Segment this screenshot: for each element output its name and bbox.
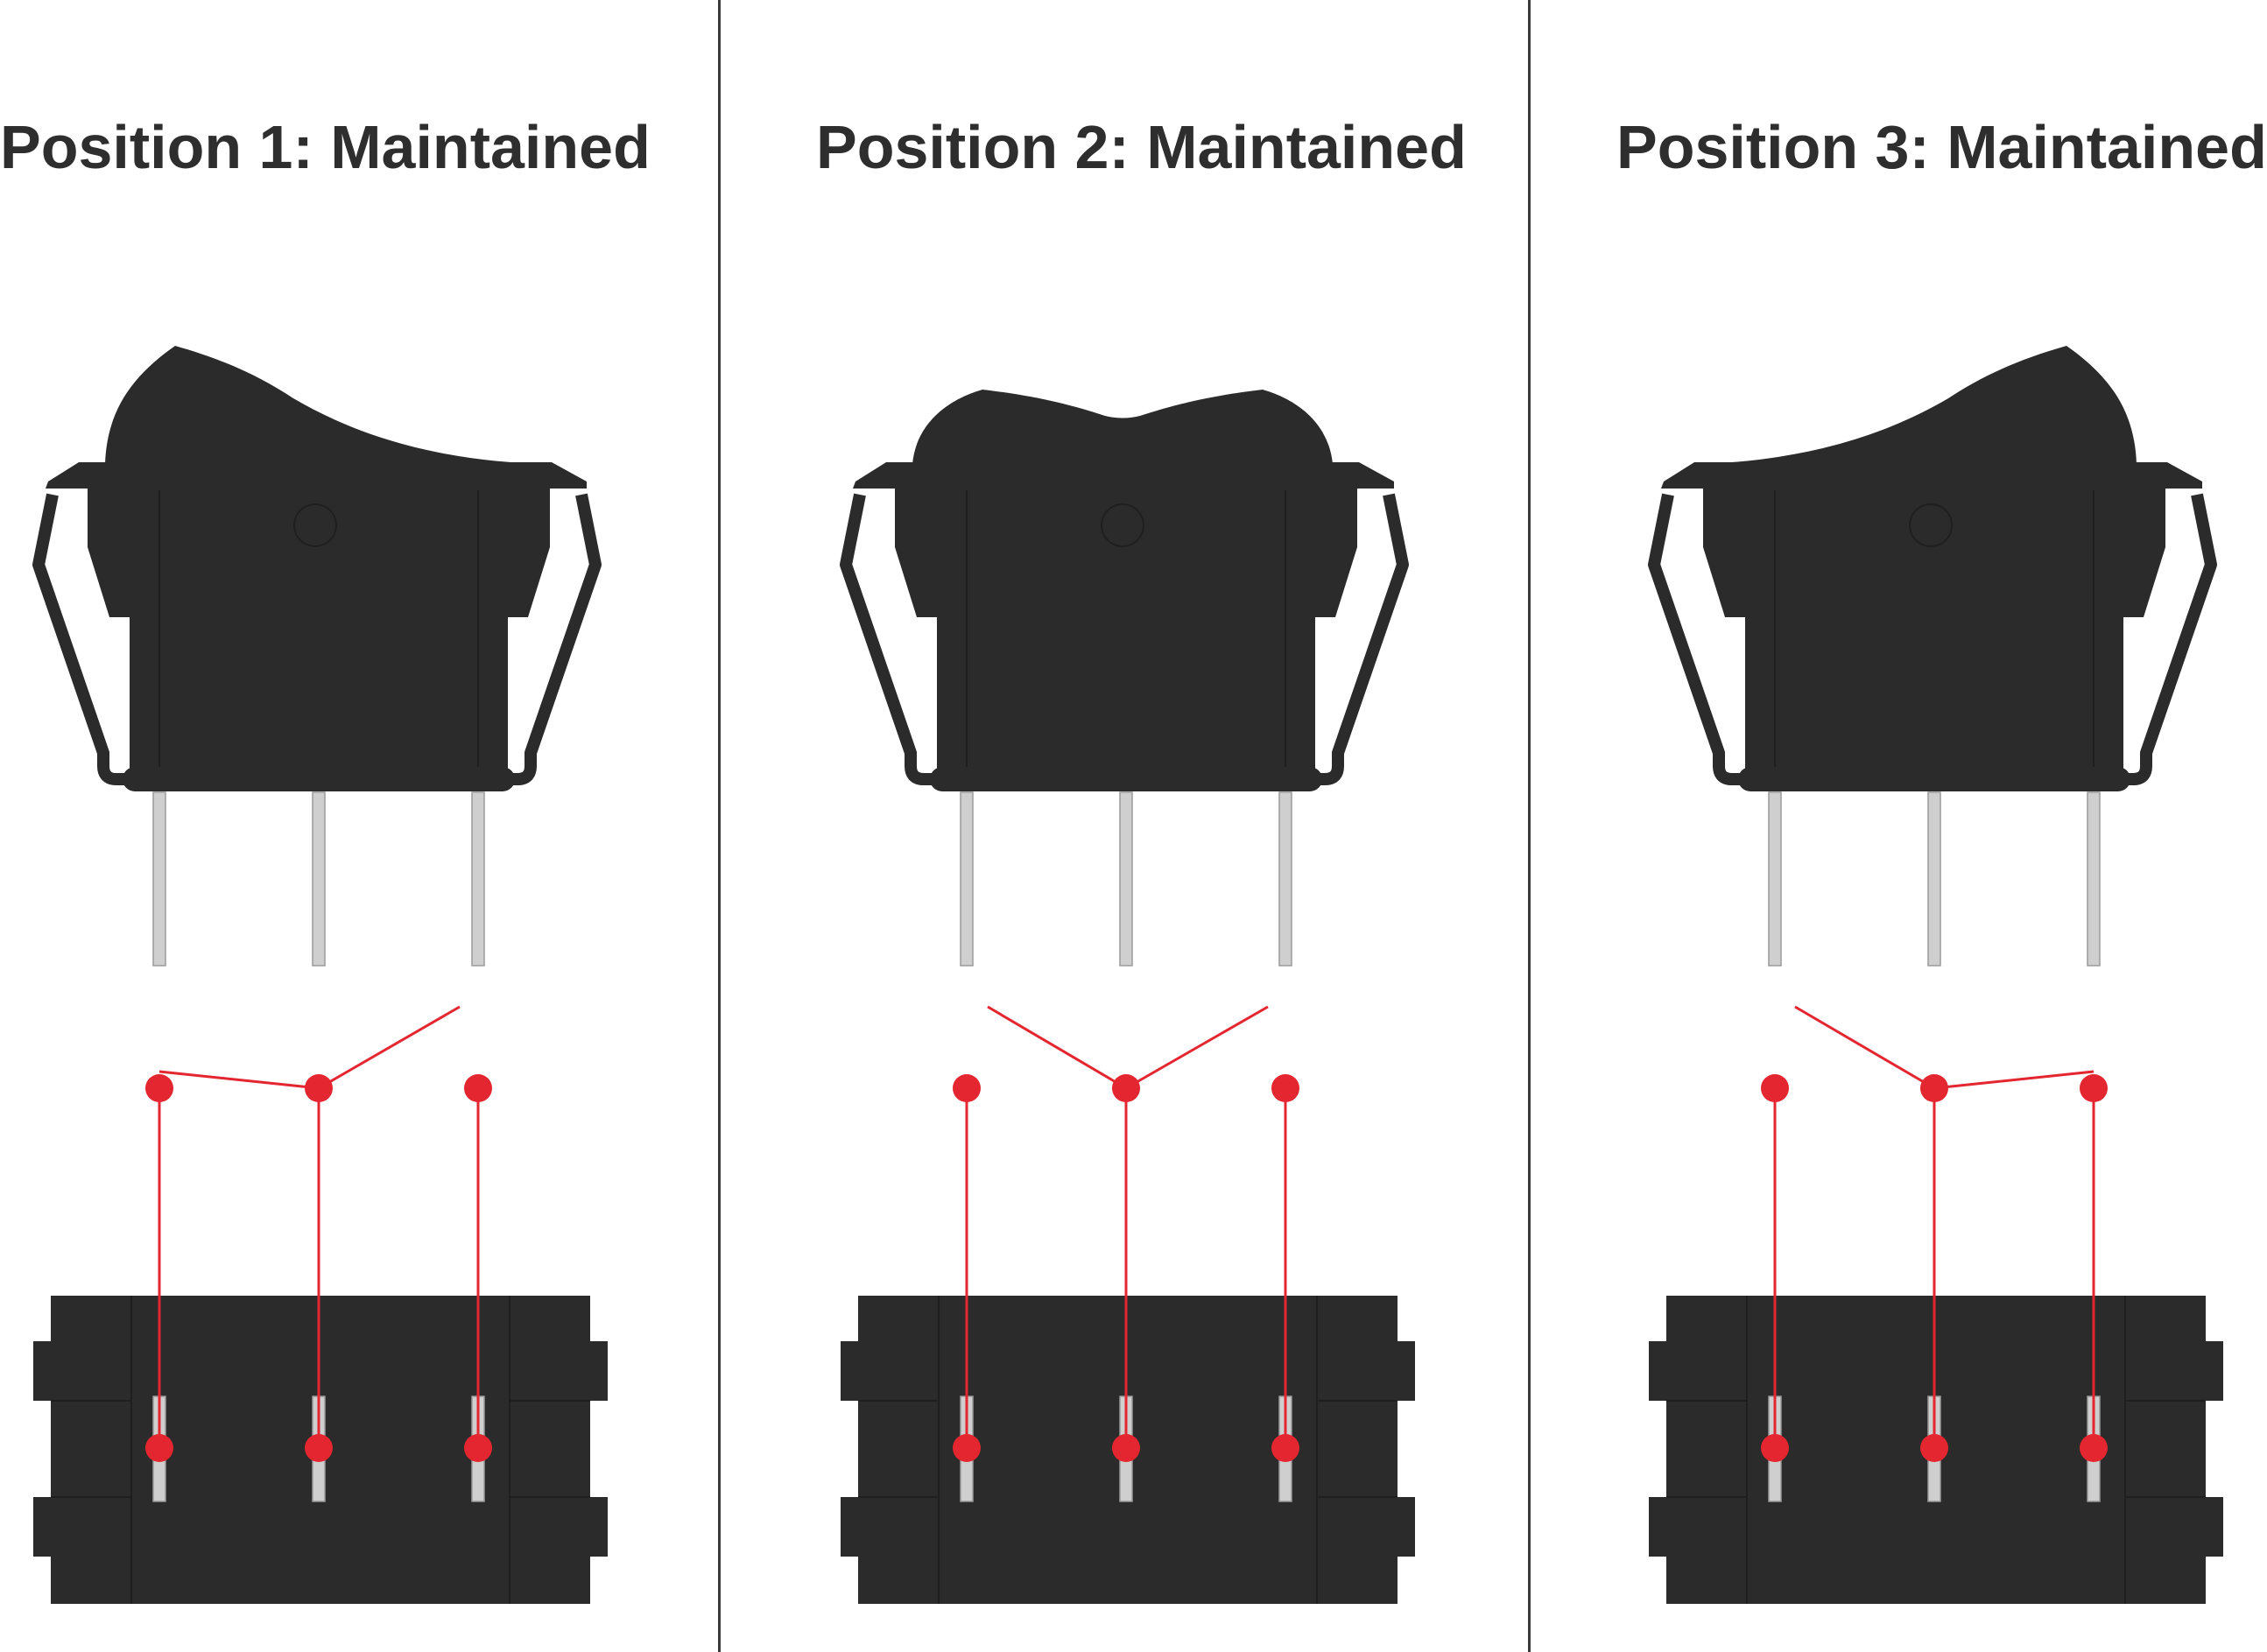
bottom-tab-left-upper <box>33 1341 68 1401</box>
rocker-actuator <box>105 346 547 464</box>
bottom-tab-right-lower <box>1380 1497 1415 1557</box>
bottom-tab-left-lower <box>33 1497 68 1557</box>
housing-wedge-left <box>1703 547 1745 617</box>
housing-wedge-right <box>508 547 550 617</box>
panel-3-title: Position 3: Maintained <box>1616 113 2267 181</box>
switch-bezel <box>853 462 1394 489</box>
bottom-tab-right-lower <box>2188 1497 2223 1557</box>
housing-base-rail <box>1738 767 2130 791</box>
housing-indicator-circle <box>1909 503 1953 547</box>
bottom-tab-left-upper <box>841 1341 876 1401</box>
housing-base-rail <box>930 767 1322 791</box>
contact-arm-left-open <box>987 1005 1127 1090</box>
terminal-pin-center <box>312 791 326 967</box>
contact-point-right <box>2080 1074 2108 1102</box>
terminal-pin-right <box>471 791 485 967</box>
housing-wedge-left <box>895 547 937 617</box>
contact-arm-open <box>1794 1005 1935 1090</box>
contact-arm-open <box>318 1005 461 1090</box>
terminal-pin-left <box>152 791 166 967</box>
contact-point-center <box>1920 1074 1948 1102</box>
contact-point-center <box>305 1074 333 1102</box>
solder-point-left <box>145 1434 173 1462</box>
snap-clip-right <box>478 493 602 785</box>
panel-1-switch-diagram <box>32 346 608 1604</box>
contact-point-left <box>953 1074 981 1102</box>
solder-point-right <box>2080 1434 2108 1462</box>
snap-clip-left <box>1648 493 1775 785</box>
housing-base-rail <box>123 767 515 791</box>
rocker-actuator <box>1694 346 2137 464</box>
solder-point-right <box>1271 1434 1299 1462</box>
contact-point-right <box>464 1074 492 1102</box>
panel-3-switch-diagram <box>1648 346 2223 1604</box>
housing-shoulder-left <box>895 486 937 547</box>
bottom-tab-left-upper <box>1649 1341 1684 1401</box>
terminal-pin-left <box>960 791 974 967</box>
switch-housing <box>130 486 508 788</box>
contact-point-center <box>1112 1074 1140 1102</box>
housing-indicator-circle <box>293 503 337 547</box>
contact-arm-closed <box>1933 1070 2095 1090</box>
contact-arm-right-open <box>1125 1005 1269 1090</box>
contact-point-right <box>1271 1074 1299 1102</box>
bottom-tab-right-upper <box>1380 1341 1415 1401</box>
housing-wedge-right <box>2123 547 2165 617</box>
snap-clip-left <box>32 493 159 785</box>
panel-divider-2 <box>1528 0 1531 1652</box>
solder-point-center <box>305 1434 333 1462</box>
housing-wedge-left <box>88 547 130 617</box>
switch-housing <box>937 486 1315 788</box>
terminal-pin-left <box>1768 791 1782 967</box>
housing-indicator-circle <box>1101 503 1144 547</box>
housing-shoulder-right <box>508 486 550 547</box>
contact-point-left <box>1761 1074 1789 1102</box>
solder-point-right <box>464 1434 492 1462</box>
snap-clip-left <box>840 493 967 785</box>
contact-point-left <box>145 1074 173 1102</box>
housing-wedge-right <box>1315 547 1357 617</box>
housing-shoulder-right <box>2123 486 2165 547</box>
bottom-tab-left-lower <box>1649 1497 1684 1557</box>
terminal-pin-center <box>1927 791 1941 967</box>
housing-shoulder-right <box>1315 486 1357 547</box>
solder-point-left <box>1761 1434 1789 1462</box>
terminal-pin-right <box>1278 791 1292 967</box>
panel-1-title: Position 1: Maintained <box>0 113 651 181</box>
terminal-pin-center <box>1119 791 1133 967</box>
housing-shoulder-left <box>1703 486 1745 547</box>
panel-2-title: Position 2: Maintained <box>816 113 1467 181</box>
panel-2-switch-diagram <box>840 390 1415 1604</box>
bottom-tab-left-lower <box>841 1497 876 1557</box>
solder-point-center <box>1920 1434 1948 1462</box>
switch-bezel <box>46 462 587 489</box>
bottom-tab-right-upper <box>573 1341 608 1401</box>
terminal-pin-right <box>2087 791 2101 967</box>
housing-shoulder-left <box>88 486 130 547</box>
contact-arm-closed <box>158 1070 320 1090</box>
snap-clip-right <box>1285 493 1409 785</box>
panel-divider-1 <box>718 0 721 1652</box>
switch-bezel <box>1661 462 2202 489</box>
solder-point-left <box>953 1434 981 1462</box>
bottom-tab-right-upper <box>2188 1341 2223 1401</box>
solder-point-center <box>1112 1434 1140 1462</box>
rocker-actuator <box>912 390 1333 464</box>
bottom-tab-right-lower <box>573 1497 608 1557</box>
snap-clip-right <box>2094 493 2217 785</box>
switch-housing <box>1745 486 2123 788</box>
